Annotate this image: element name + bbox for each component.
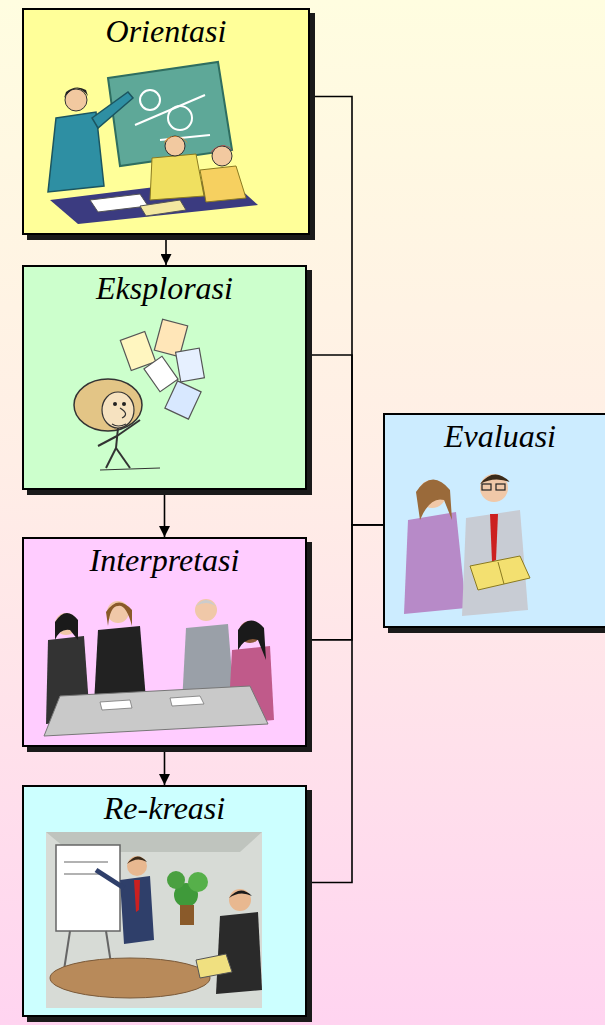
stage-title: Interpretasi (24, 539, 305, 579)
feedback-line (307, 355, 383, 525)
stage-box: Eksplorasi (22, 265, 307, 490)
stage-title: Evaluasi (385, 415, 605, 455)
feedback-line (310, 97, 383, 525)
stage-box: Orientasi (22, 8, 310, 235)
feedback-line (307, 525, 383, 883)
stage-title: Re-kreasi (24, 787, 305, 827)
meeting-illustration (44, 599, 274, 736)
stage-box: Interpretasi (22, 537, 307, 747)
stage-box: Evaluasi (383, 413, 605, 628)
stage-box: Re-kreasi (22, 785, 307, 1017)
stage-title: Eksplorasi (24, 267, 305, 307)
feedback-line (307, 525, 383, 640)
flow-arrow (165, 235, 167, 265)
flow-arrow (164, 490, 166, 537)
presentation-illustration (46, 832, 262, 1008)
stage-title: Orientasi (24, 10, 308, 50)
flow-arrow (164, 747, 166, 785)
box-fills (22, 8, 605, 1017)
explorer-illustration (74, 319, 204, 470)
teacher-illustration (48, 62, 258, 224)
reviewers-illustration (404, 474, 530, 616)
